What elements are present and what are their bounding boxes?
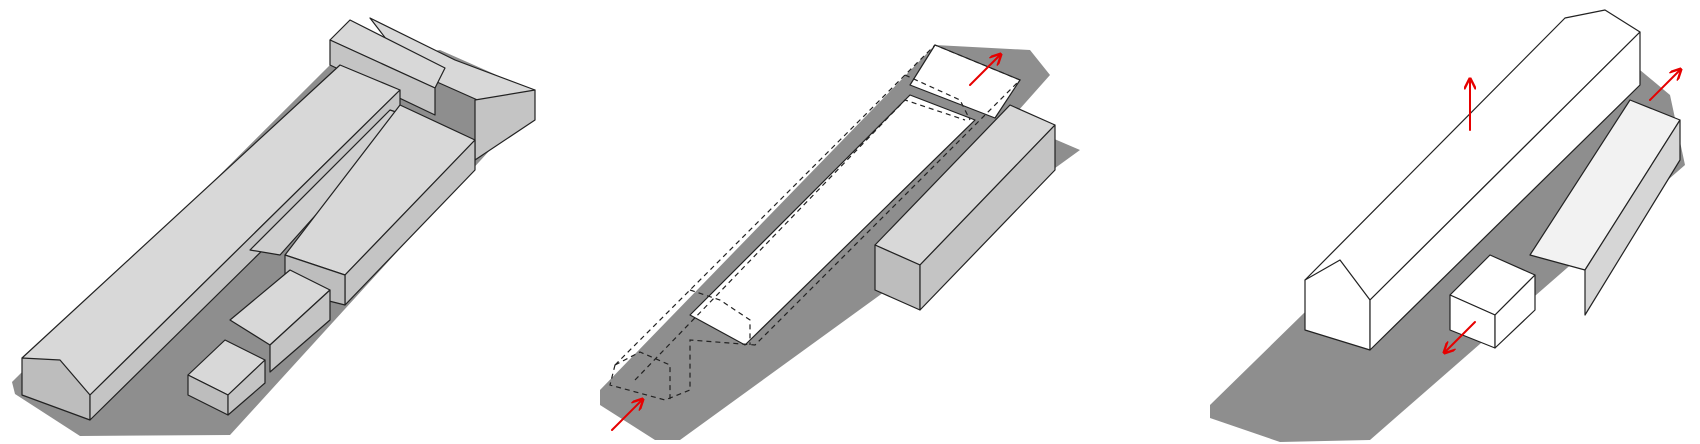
arrow-icon bbox=[1649, 70, 1680, 101]
mid-block-side bbox=[269, 289, 331, 373]
top-block-front bbox=[329, 39, 436, 116]
removed-volume-outline bbox=[609, 44, 1022, 401]
kept-block-side bbox=[919, 124, 1056, 311]
removed-volume-ridge bbox=[634, 99, 966, 381]
arrow-icon bbox=[1445, 321, 1476, 352]
new-hall-side bbox=[1369, 31, 1641, 351]
arrow-icon bbox=[969, 55, 1000, 86]
new-block-side bbox=[1494, 274, 1536, 349]
arrow-icon bbox=[611, 400, 642, 431]
removed-volume-split bbox=[689, 289, 751, 345]
removed-volume-split-2 bbox=[904, 74, 971, 121]
panel-proposed bbox=[1210, 9, 1685, 442]
annex-wall bbox=[474, 89, 536, 161]
east-low-hall-side bbox=[1584, 119, 1681, 316]
panel-demolition bbox=[600, 44, 1080, 440]
retained-floor bbox=[689, 94, 976, 346]
panel-existing bbox=[12, 17, 536, 436]
small-block-side bbox=[227, 359, 266, 416]
